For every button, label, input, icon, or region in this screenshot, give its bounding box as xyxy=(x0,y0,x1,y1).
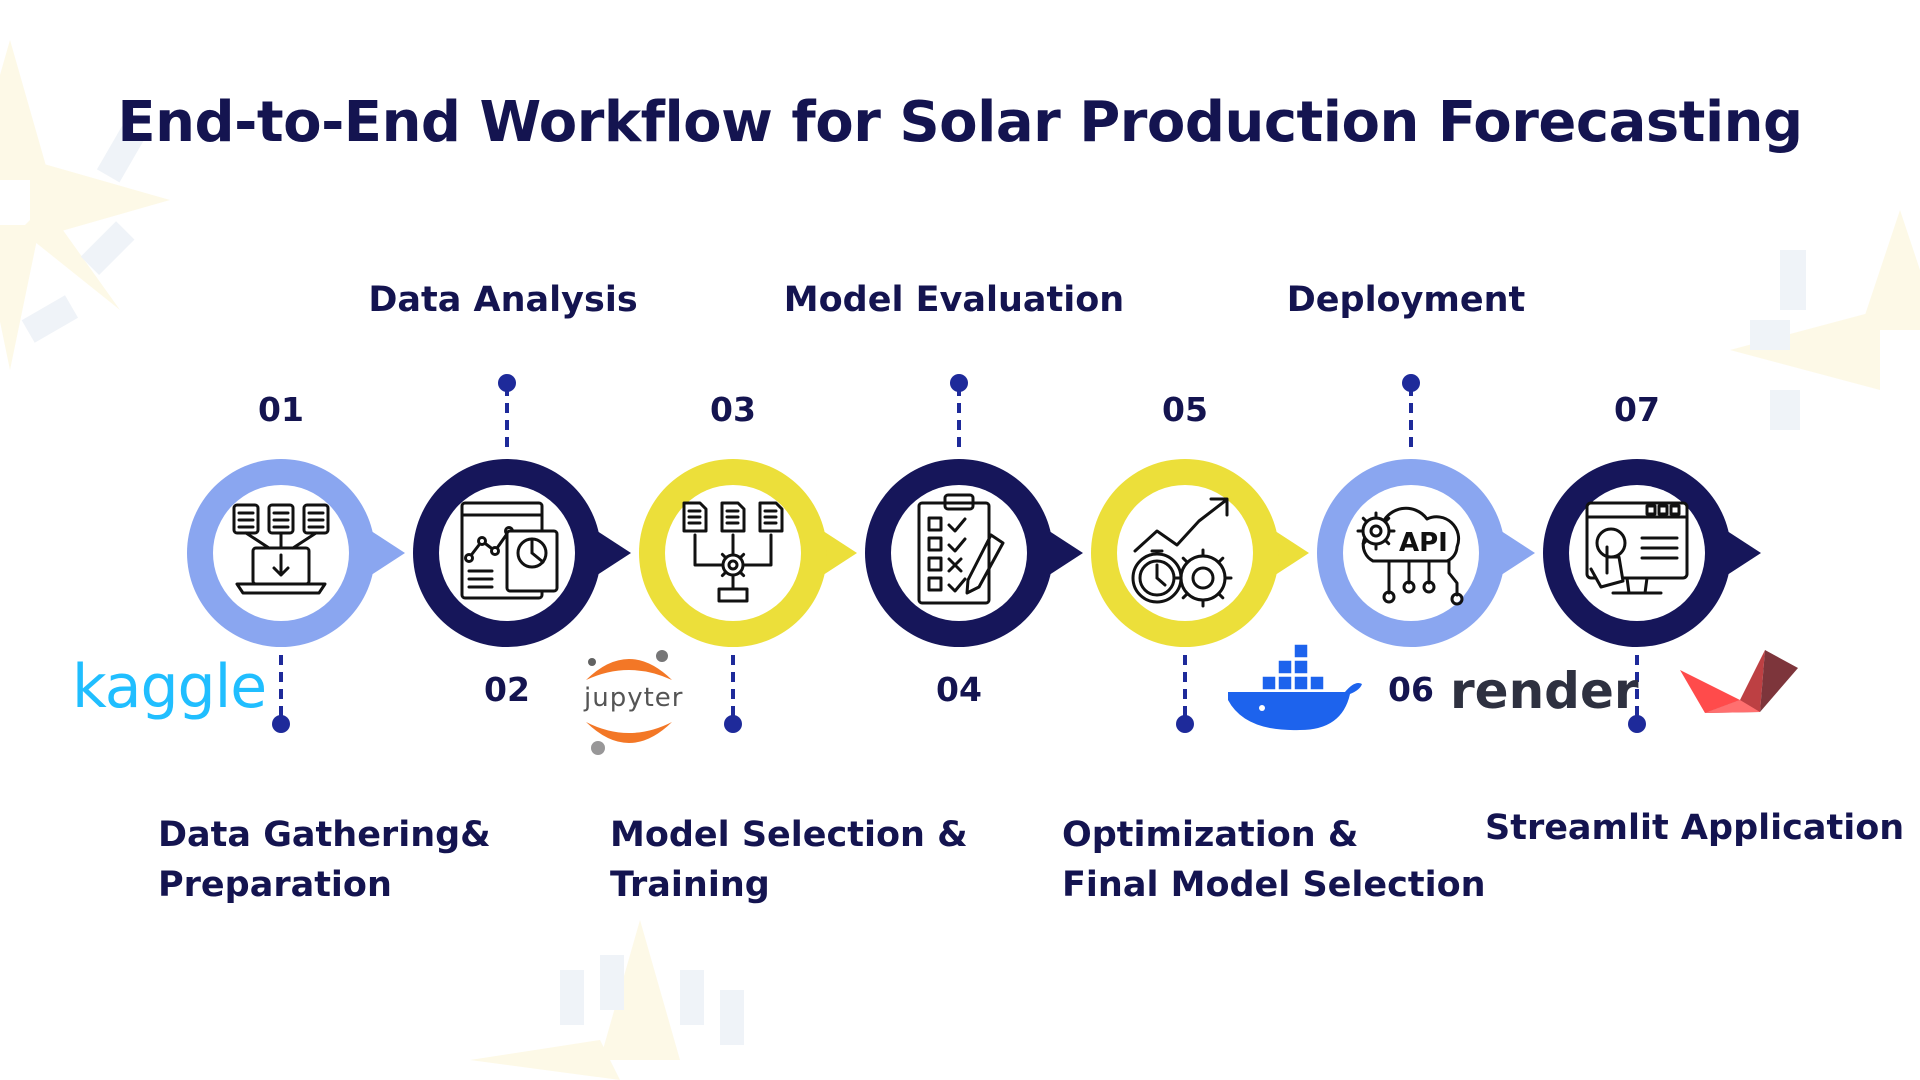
step-05-label-line2: Final Model Selection xyxy=(1062,865,1486,905)
step-05-connector xyxy=(1176,655,1194,733)
step-07-connector xyxy=(1628,655,1646,733)
documents-gear-merge-icon xyxy=(682,501,784,603)
step-06-number: 06 xyxy=(1388,670,1434,709)
analytics-dashboard-icon xyxy=(460,501,559,600)
step-07-label: Streamlit Application xyxy=(1485,808,1905,848)
step-05-label: Optimization & Final Model Selection xyxy=(1062,810,1486,910)
download-laptop-icon xyxy=(232,503,330,595)
growth-stopwatch-gear-icon xyxy=(1131,497,1233,608)
step-01-label-line2: Preparation xyxy=(158,865,392,905)
kaggle-logo: kaggle xyxy=(72,652,267,722)
monitor-touch-icon xyxy=(1585,501,1689,595)
step-06-connector xyxy=(1402,374,1420,452)
step-07-number: 07 xyxy=(1614,390,1660,429)
step-03-number: 03 xyxy=(710,390,756,429)
step-01-label: Data Gathering& Preparation xyxy=(158,810,491,910)
step-01-ring xyxy=(187,459,405,647)
slide-title: End-to-End Workflow for Solar Production… xyxy=(117,90,1803,155)
api-text: API xyxy=(1399,528,1448,558)
step-05-number: 05 xyxy=(1162,390,1208,429)
step-03-label: Model Selection & Training xyxy=(610,810,968,910)
step-04-label: Model Evaluation xyxy=(783,280,1125,320)
step-05-label-line1: Optimization & xyxy=(1062,815,1359,855)
step-03-label-line2: Training xyxy=(610,865,770,905)
step-07-ring xyxy=(1543,459,1761,647)
streamlit-boat-logo xyxy=(1680,650,1798,713)
step-03-connector xyxy=(724,655,742,733)
step-01-label-line1: Data Gathering& xyxy=(158,815,491,855)
checklist-clipboard-icon xyxy=(917,493,1005,605)
step-04-number: 04 xyxy=(936,670,982,709)
step-01-connector xyxy=(272,655,290,733)
step-02-connector xyxy=(498,374,516,452)
step-06-label: Deployment xyxy=(1286,280,1526,320)
step-04-ring xyxy=(865,459,1083,647)
step-03-label-line1: Model Selection & xyxy=(610,815,968,855)
step-05-ring xyxy=(1091,459,1309,647)
docker-whale-logo xyxy=(1228,643,1362,731)
render-logo: render xyxy=(1450,662,1639,720)
api-cloud-icon: API xyxy=(1356,506,1464,606)
step-01-number: 01 xyxy=(258,390,304,429)
step-02-label: Data Analysis xyxy=(368,280,638,320)
step-03-ring xyxy=(639,459,857,647)
jupyter-logo-text: jupyter xyxy=(584,683,684,713)
jupyter-logo xyxy=(586,650,672,755)
step-04-connector xyxy=(950,374,968,452)
step-02-number: 02 xyxy=(484,670,530,709)
